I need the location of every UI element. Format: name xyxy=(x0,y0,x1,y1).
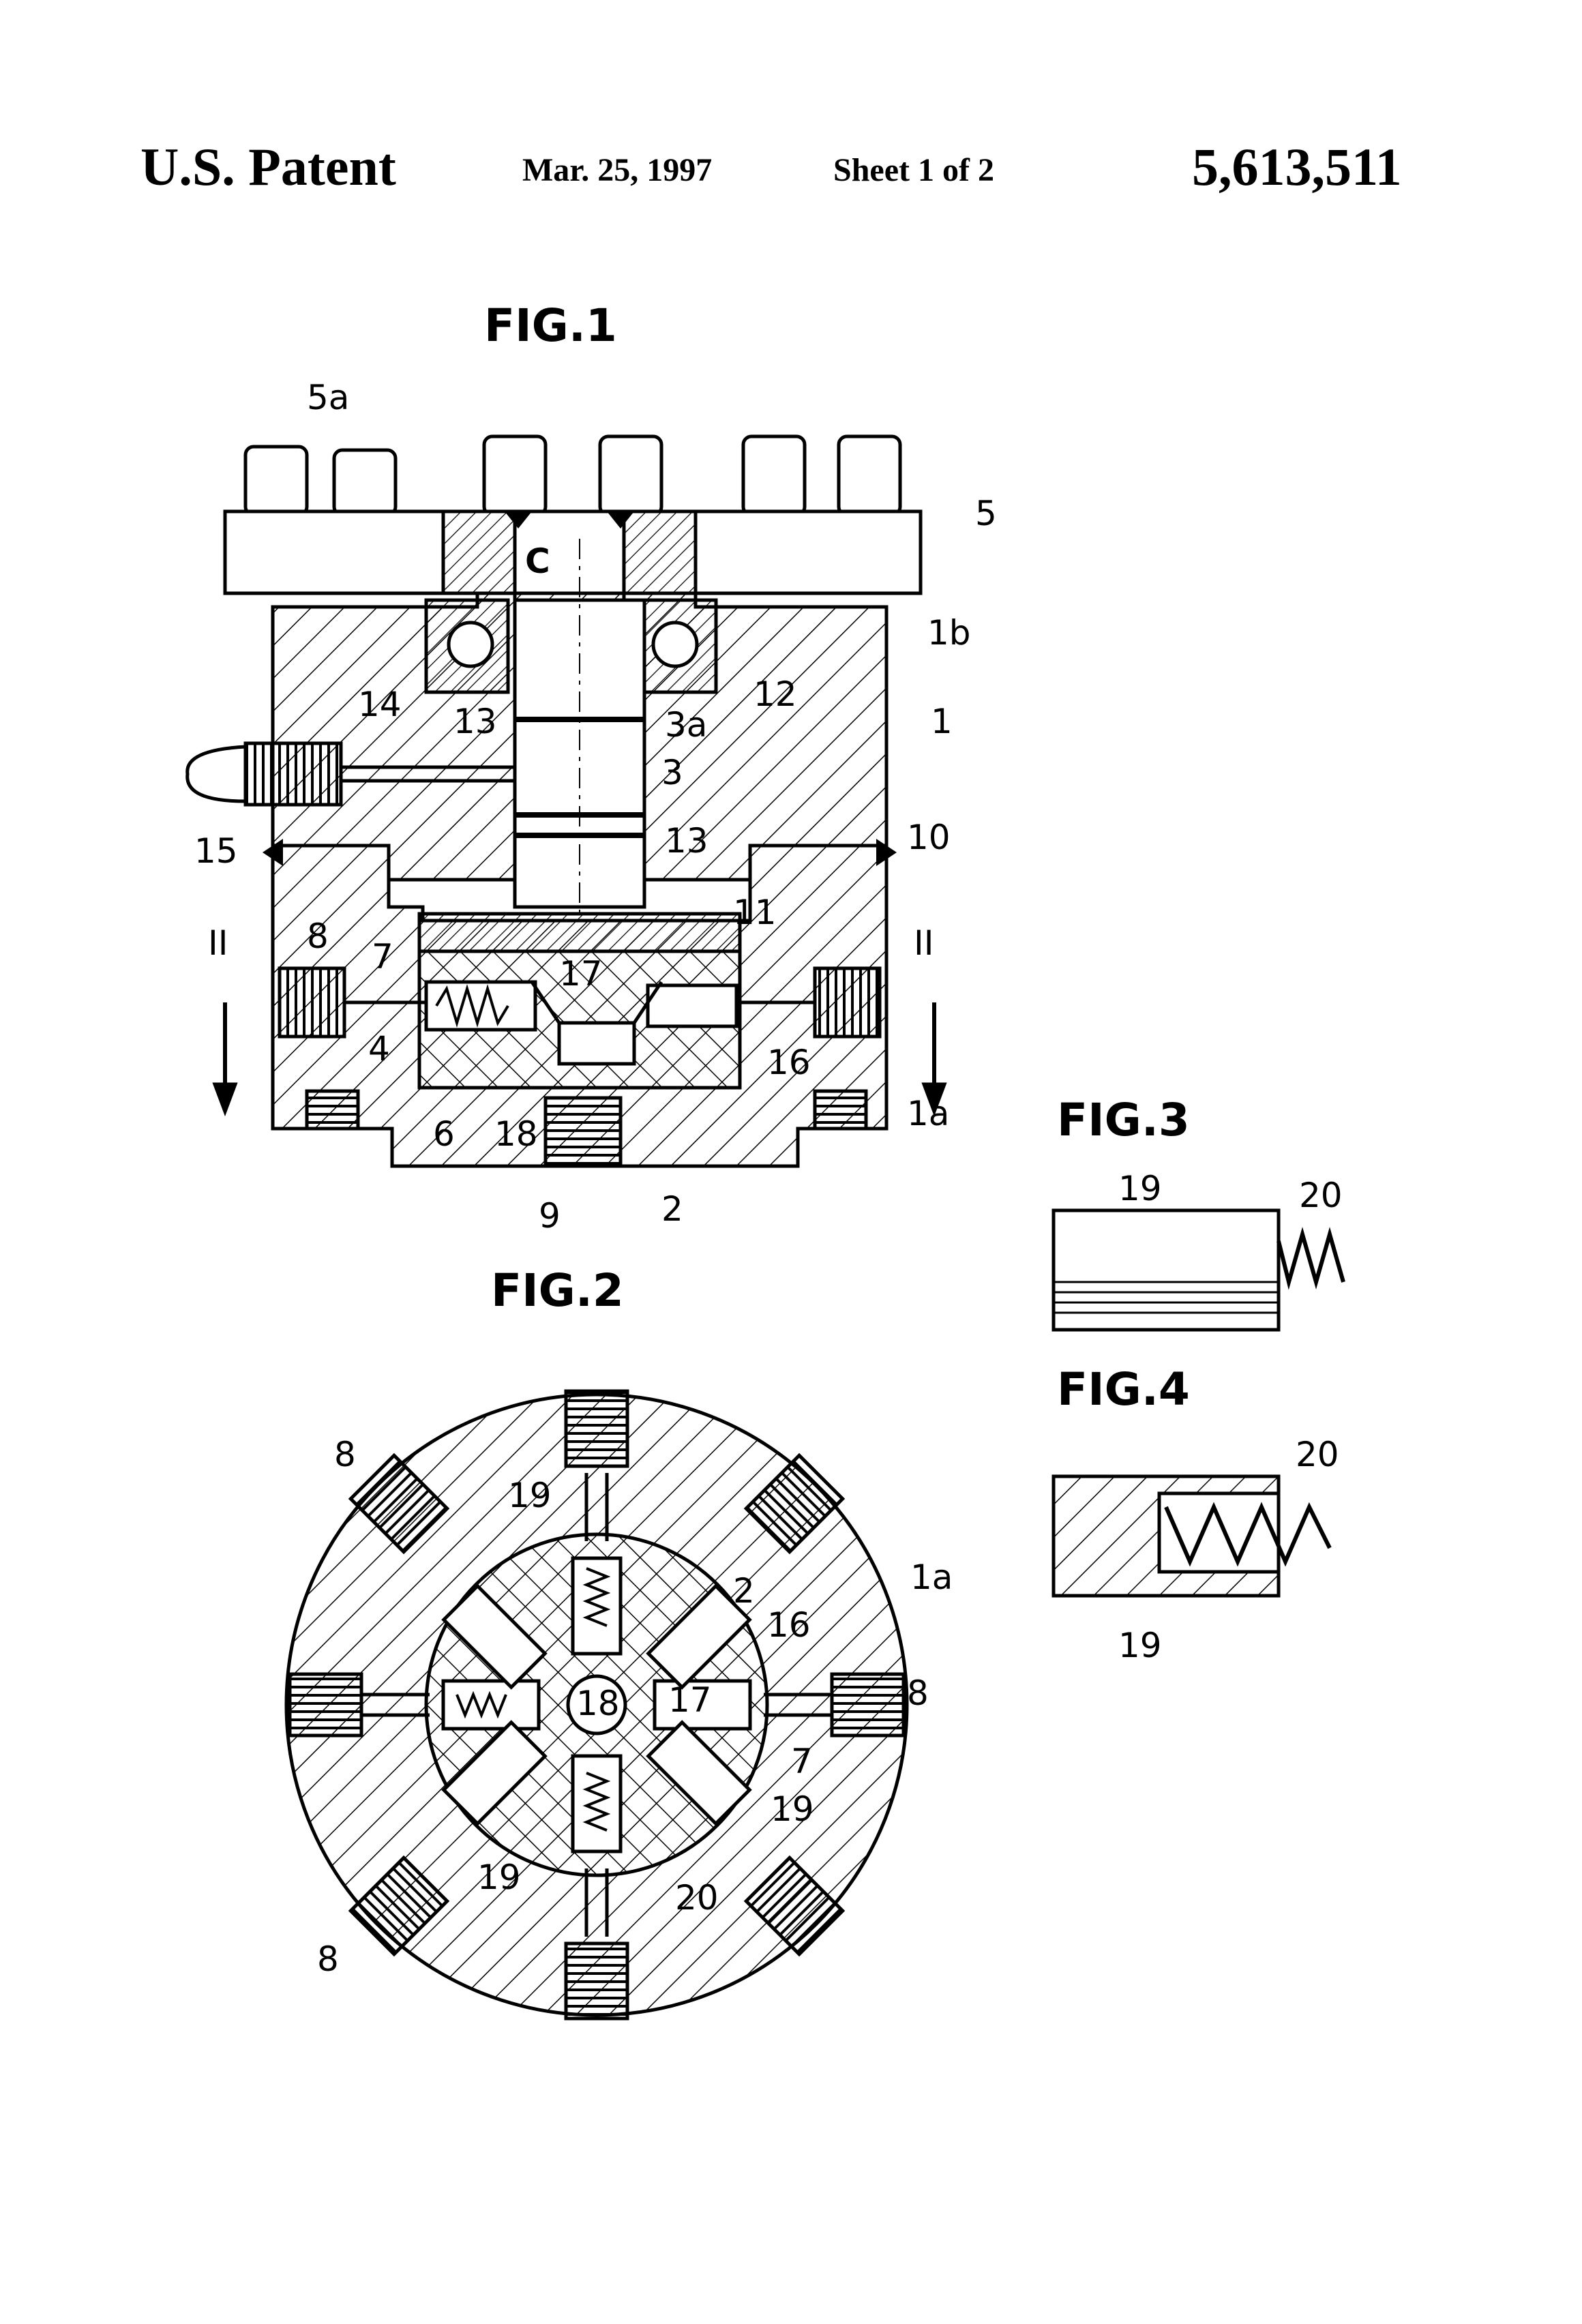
fig1-label-1b: 1b xyxy=(927,613,971,653)
fig2-label-1a: 1a xyxy=(910,1558,953,1597)
fig2-label-17: 17 xyxy=(668,1680,712,1720)
fig1-label-3: 3 xyxy=(661,753,683,792)
figure-4: FIG.4 20 19 xyxy=(1054,1363,1339,1665)
figure-1: FIG.1 xyxy=(188,299,997,1236)
fig3-spring xyxy=(1279,1234,1343,1282)
fig1-label-18: 18 xyxy=(494,1114,538,1154)
fig1-label-section-right: II xyxy=(914,923,934,963)
fig1-label-1a: 1a xyxy=(907,1094,949,1133)
fig1-outlet-connectors xyxy=(245,436,900,515)
fig1-label-11: 11 xyxy=(733,893,777,932)
fig1-label-9: 9 xyxy=(539,1196,561,1236)
fig2-label-19-upper: 19 xyxy=(508,1476,552,1515)
fig2-label-8-lower: 8 xyxy=(317,1939,339,1979)
fig2-label-16: 16 xyxy=(767,1605,811,1645)
fig2-label-19-lower: 19 xyxy=(477,1858,521,1897)
fig1-label-12: 12 xyxy=(753,674,797,714)
fig1-label-13-upper: 13 xyxy=(453,702,497,741)
fig3-title: FIG.3 xyxy=(1057,1094,1190,1146)
fig4-title: FIG.4 xyxy=(1057,1363,1190,1416)
fig1-label-8: 8 xyxy=(307,917,329,956)
fig2-label-19-right: 19 xyxy=(771,1789,814,1829)
fig3-label-20: 20 xyxy=(1299,1176,1343,1215)
fig2-title: FIG.2 xyxy=(491,1264,624,1317)
fig1-label-14: 14 xyxy=(358,685,402,724)
fig1-label-1: 1 xyxy=(931,702,953,741)
fig3-label-19: 19 xyxy=(1118,1169,1162,1208)
fig1-label-7: 7 xyxy=(372,937,393,977)
fig2-label-7: 7 xyxy=(791,1742,813,1781)
fig1-label-17: 17 xyxy=(559,954,603,994)
figure-2: FIG.2 xyxy=(286,1264,953,2018)
fig2-label-20: 20 xyxy=(675,1878,719,1918)
fig2-label-8-right: 8 xyxy=(907,1673,929,1713)
fig1-label-2: 2 xyxy=(661,1189,683,1229)
fig2-label-18: 18 xyxy=(576,1684,620,1723)
fig2-label-8-upper: 8 xyxy=(334,1435,356,1474)
fig4-label-20: 20 xyxy=(1296,1435,1339,1474)
figure-3: FIG.3 19 20 xyxy=(1054,1094,1343,1330)
fig1-label-section-left: II xyxy=(208,923,228,963)
fig1-title: FIG.1 xyxy=(484,299,617,352)
fig1-label-C: C xyxy=(525,541,550,581)
fig1-label-5a: 5a xyxy=(307,378,349,417)
fig1-label-10: 10 xyxy=(907,818,951,857)
fig1-label-15: 15 xyxy=(194,831,238,871)
fig1-label-13-lower: 13 xyxy=(665,821,708,861)
fig1-label-5: 5 xyxy=(975,494,997,533)
fig4-label-19: 19 xyxy=(1118,1626,1162,1665)
fig1-label-3a: 3a xyxy=(665,705,707,745)
fig1-label-16: 16 xyxy=(767,1043,811,1082)
fig1-label-4: 4 xyxy=(368,1029,390,1069)
fig2-label-2: 2 xyxy=(733,1571,755,1611)
fig1-label-6: 6 xyxy=(433,1114,455,1154)
